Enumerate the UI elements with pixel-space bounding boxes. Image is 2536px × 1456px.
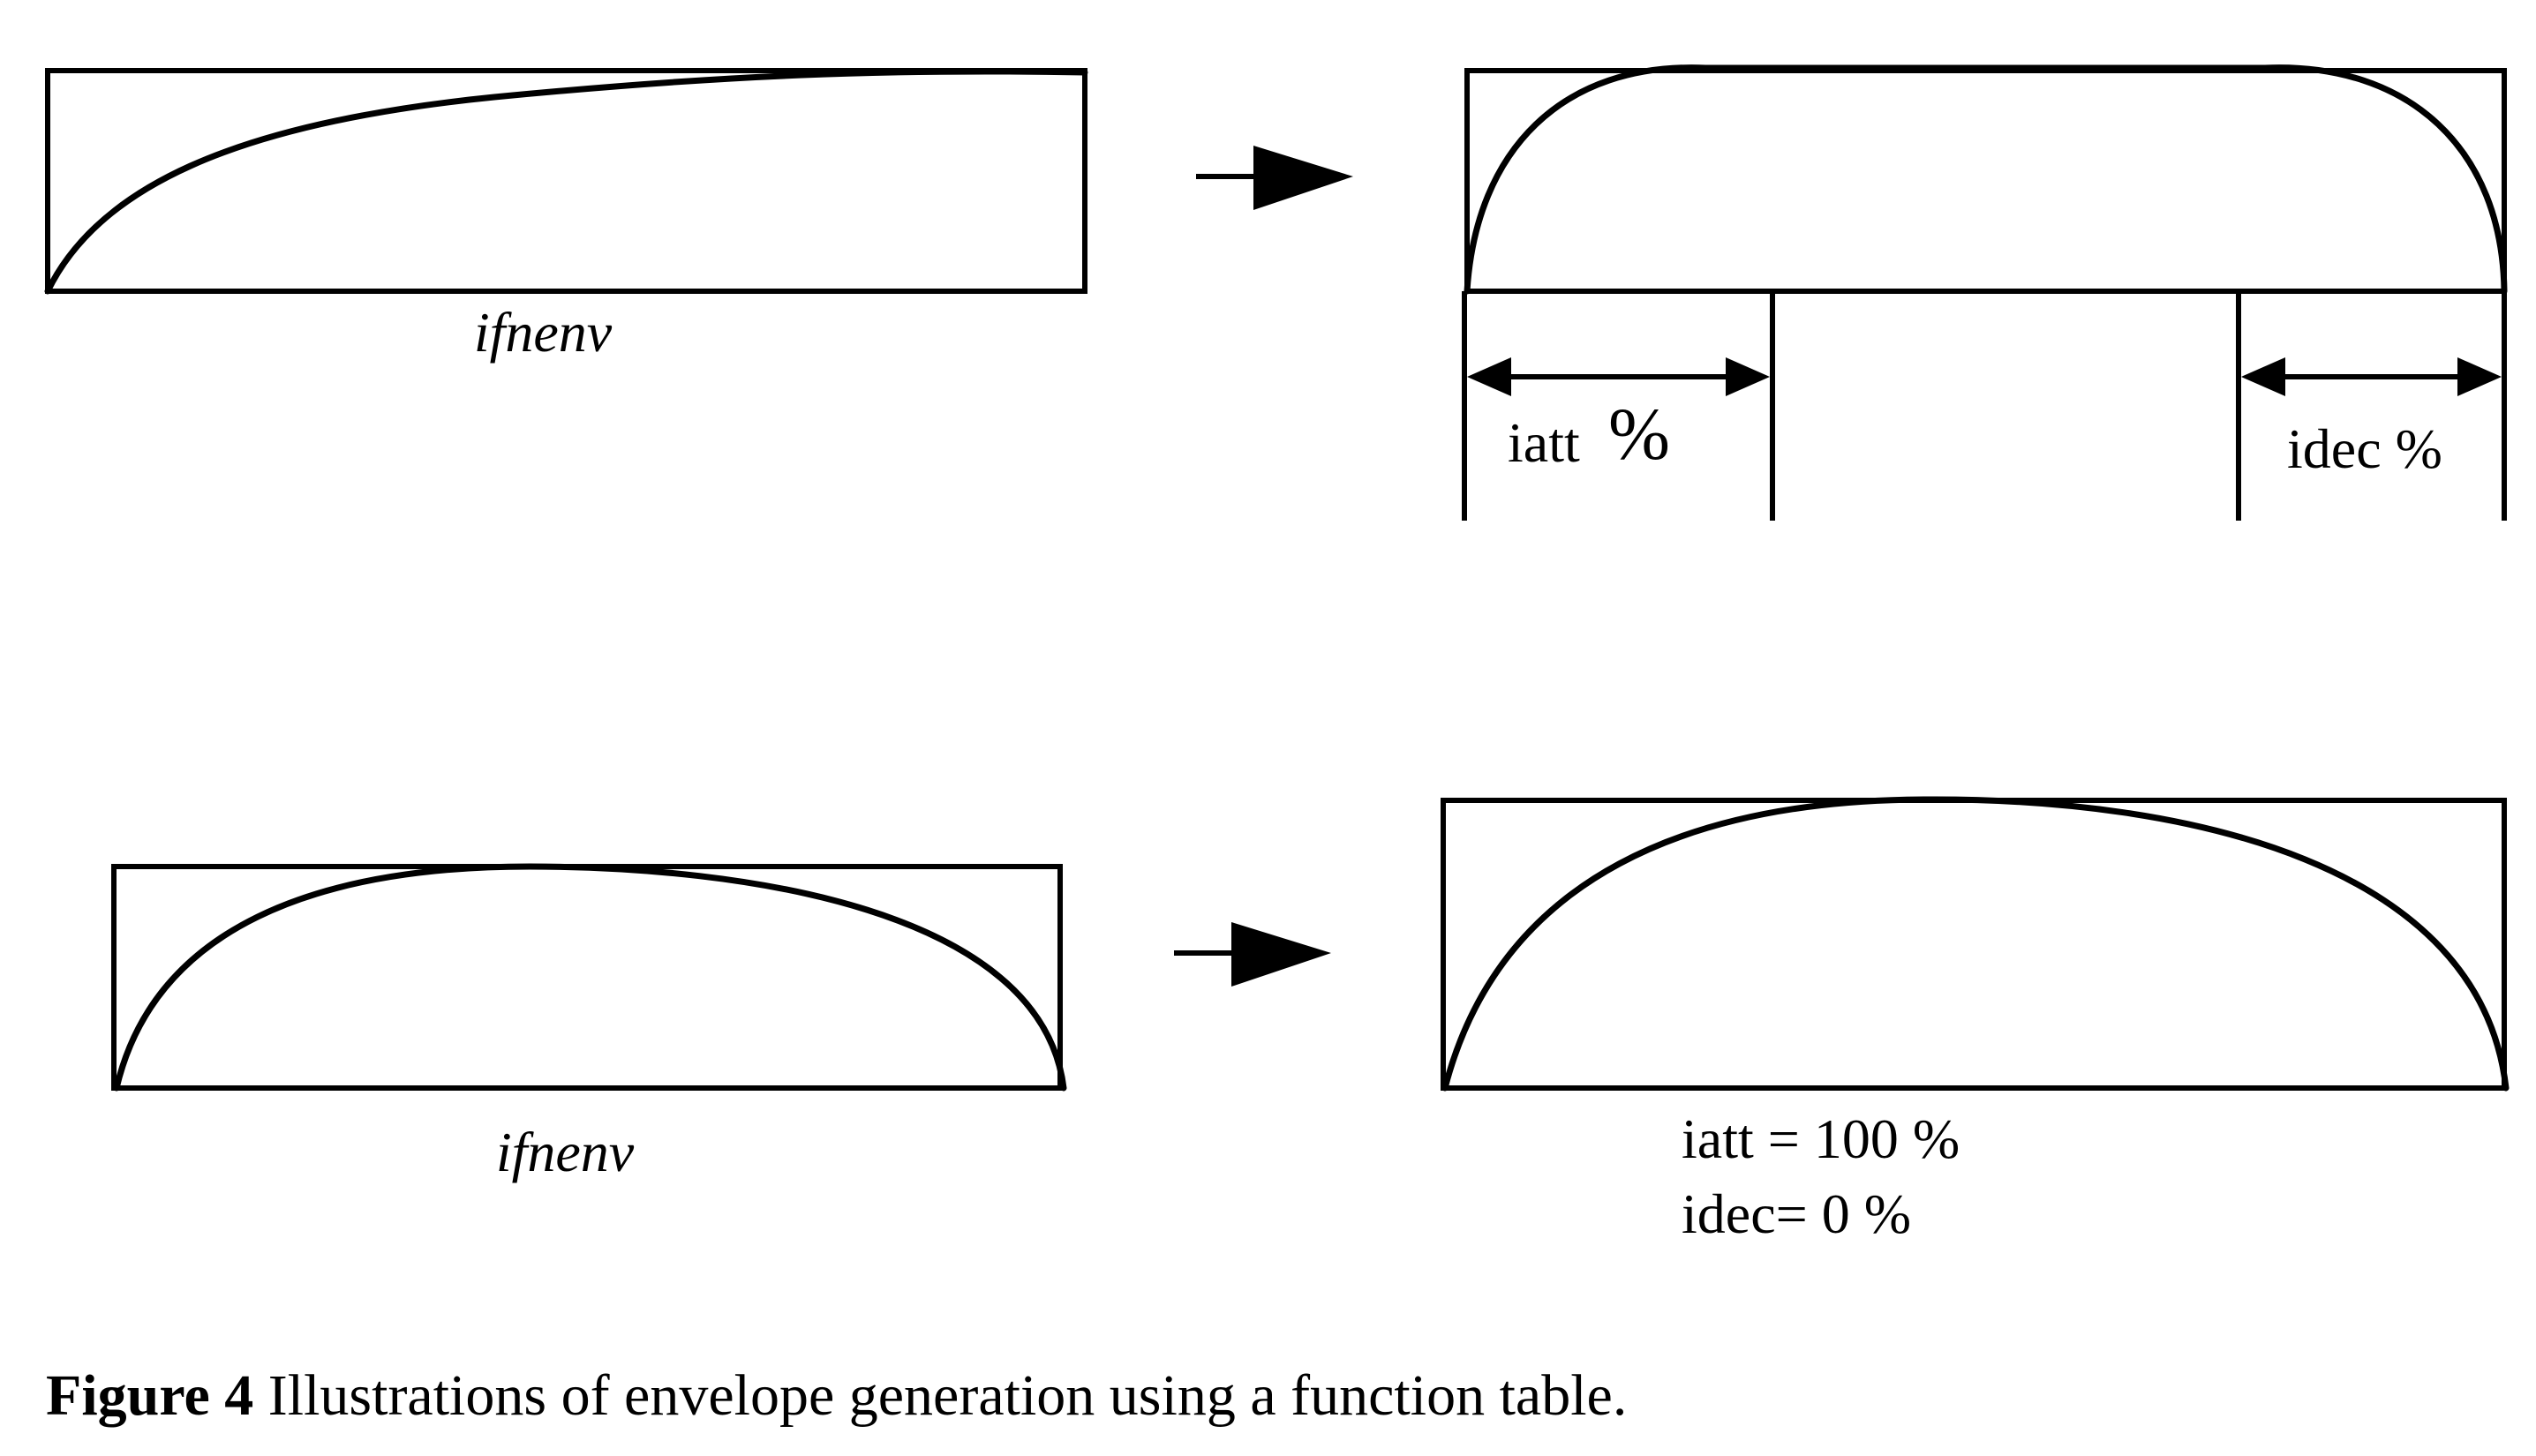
bottom-arrow — [1174, 922, 1331, 987]
bottom-left-table-frame — [111, 864, 1063, 1091]
bottom-arrow-head — [1231, 922, 1331, 987]
top-right-envelope-curve — [1464, 64, 2508, 295]
top-left-envelope-curve — [44, 68, 1088, 295]
top-left-ifnenv-label: ifnenv — [474, 301, 613, 364]
top-right-table-frame — [1464, 68, 2507, 294]
idec-dimension-arrow — [2241, 357, 2502, 396]
bottom-left-envelope-curve — [113, 863, 1067, 1092]
top-right-panel: iatt % idec % — [1462, 64, 2508, 521]
bottom-right-idec-value: idec= 0 % — [1682, 1182, 1911, 1245]
iatt-dimension-arrow — [1467, 357, 1770, 396]
bottom-right-table-frame — [1441, 798, 2507, 1091]
iatt-label: iatt — [1508, 411, 1580, 474]
bottom-right-envelope-curve — [1441, 796, 2510, 1092]
bottom-right-iatt-value: iatt = 100 % — [1682, 1107, 1960, 1170]
top-arrow-head — [1253, 146, 1353, 210]
iatt-percent-sign: % — [1608, 394, 1670, 476]
bottom-left-ifnenv-label: ifnenv — [496, 1121, 635, 1183]
figure-caption-number: Figure 4 — [46, 1363, 253, 1428]
idec-label: idec % — [2287, 417, 2442, 480]
bottom-right-panel: iatt = 100 % idec= 0 % — [1441, 796, 2510, 1245]
top-left-table-frame — [45, 68, 1087, 294]
figure-caption-text: Illustrations of envelope generation usi… — [253, 1363, 1627, 1428]
top-arrow — [1196, 146, 1353, 210]
top-left-panel: ifnenv — [44, 68, 1088, 364]
bottom-left-panel: ifnenv — [111, 863, 1067, 1183]
figure-caption: Figure 4 Illustrations of envelope gener… — [46, 1363, 1627, 1428]
